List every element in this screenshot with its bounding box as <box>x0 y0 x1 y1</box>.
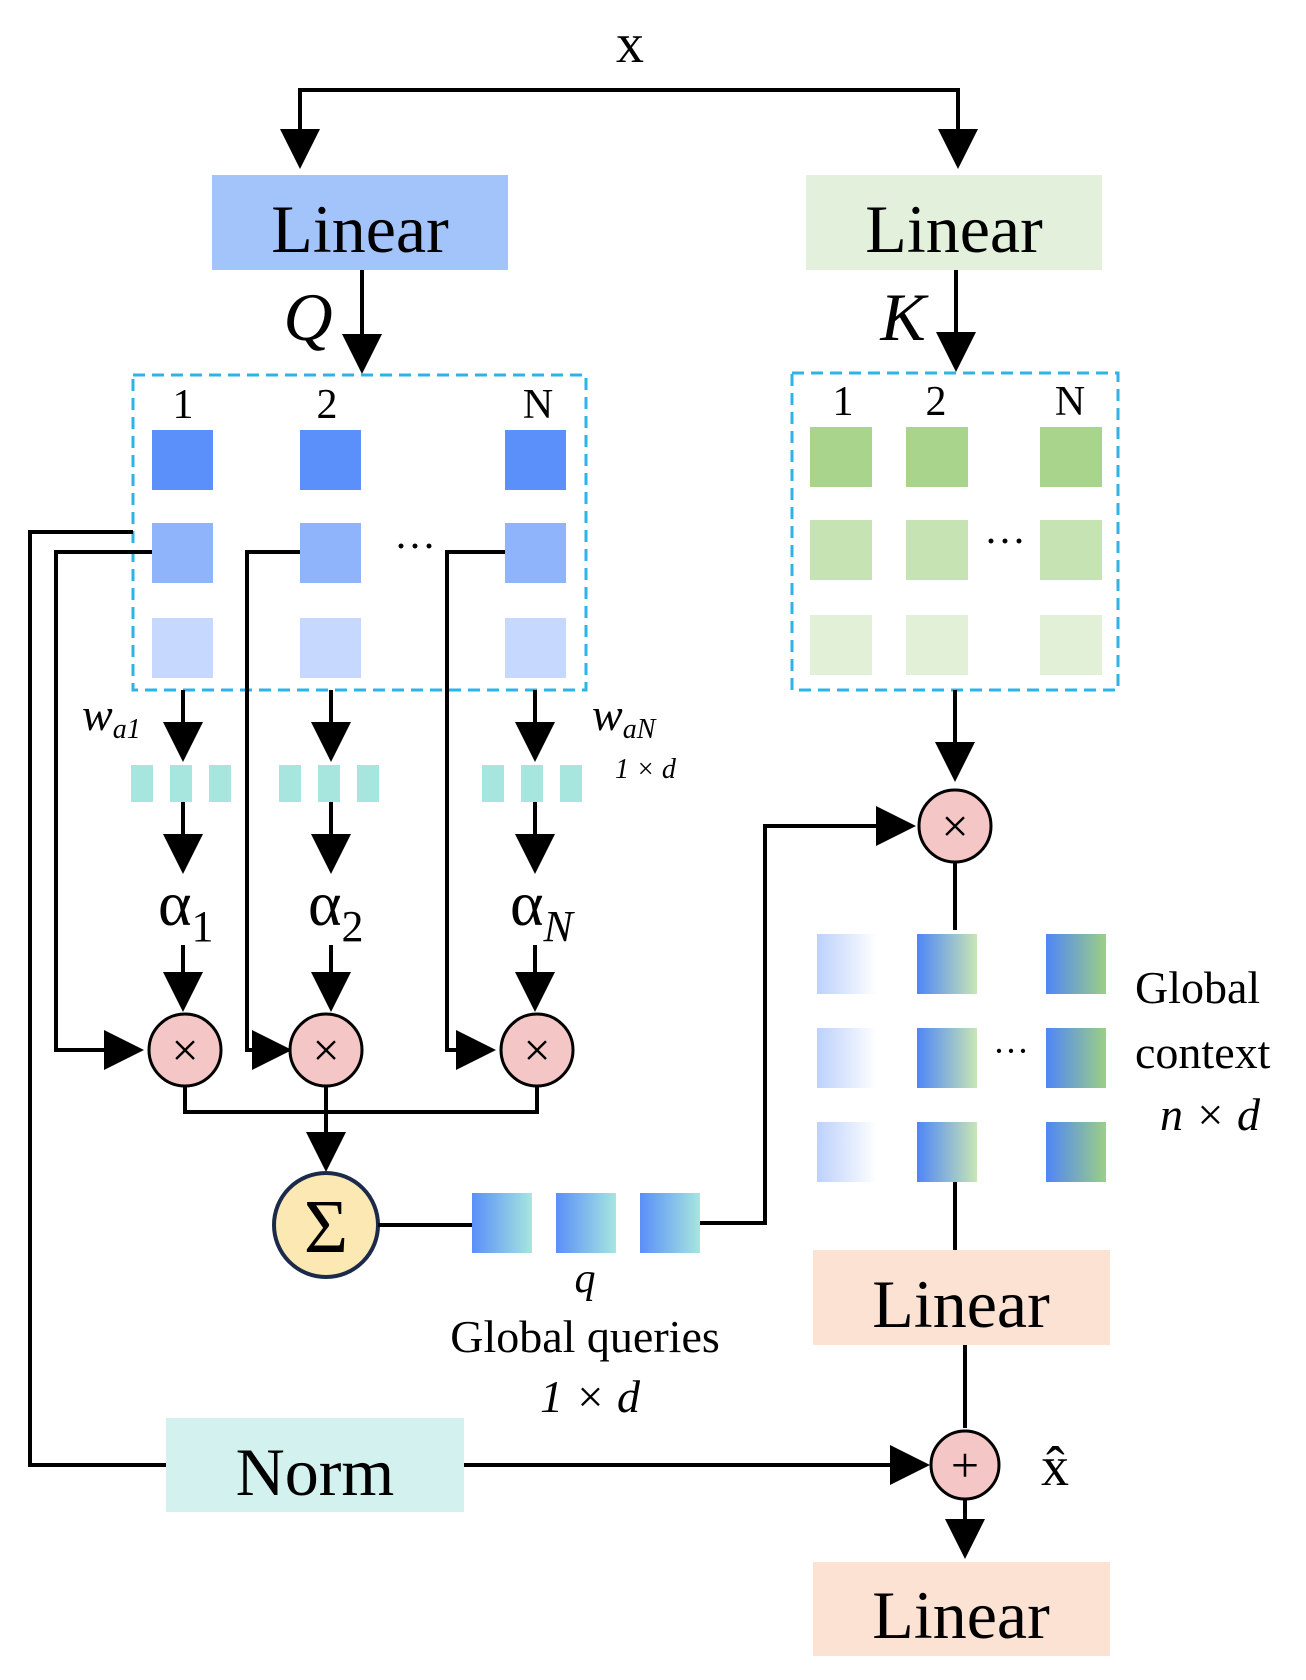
context-ellipsis: ··· <box>993 1031 1029 1071</box>
k-token <box>1040 615 1102 675</box>
context-token <box>817 1122 877 1182</box>
k-col-2: 2 <box>926 379 947 425</box>
q-ellipsis: ··· <box>394 524 436 570</box>
linear-out2-label: Linear <box>872 1577 1050 1653</box>
linear-out1-label: Linear <box>872 1266 1050 1342</box>
global-query-vector <box>640 1193 700 1253</box>
k-label: K <box>879 279 929 355</box>
norm-label: Norm <box>236 1434 395 1510</box>
sum-symbol: Σ <box>304 1185 348 1269</box>
multiply-symbol: × <box>171 1024 198 1077</box>
context-token <box>1046 1028 1106 1088</box>
linear-k-block: Linear <box>806 175 1102 270</box>
k-token <box>810 520 872 580</box>
output-x-hat-label: x̂ <box>1041 1436 1069 1498</box>
global-queries-dim: 1 × d <box>540 1371 641 1422</box>
multiply-node-n: × <box>499 1012 575 1088</box>
k-ellipsis: ··· <box>984 519 1026 565</box>
linear-q-label: Linear <box>271 191 449 267</box>
k-token <box>810 427 872 487</box>
alpha-n: αN <box>510 868 576 951</box>
skip-line-token2 <box>245 550 300 1070</box>
norm-block: Norm <box>166 1418 464 1512</box>
global-context-dim: n × d <box>1160 1089 1261 1140</box>
linear-k-label: Linear <box>865 191 1043 267</box>
k-token <box>906 615 968 675</box>
context-token <box>917 934 977 994</box>
skip-line-token1 <box>54 550 152 1070</box>
global-context-line1: Global <box>1135 962 1260 1013</box>
alpha-2: α2 <box>308 868 364 951</box>
q-token <box>300 523 361 583</box>
context-token <box>817 1028 877 1088</box>
add-symbol: + <box>951 1437 979 1493</box>
k-col-1: 1 <box>833 379 854 425</box>
residual-line <box>28 530 166 1467</box>
w-an-label: waN <box>592 689 657 745</box>
context-token <box>1046 934 1106 994</box>
q-token <box>152 430 213 490</box>
q-token <box>300 430 361 490</box>
linear-out1-block: Linear <box>813 1250 1110 1345</box>
skip-line-tokenn <box>445 550 505 1070</box>
global-query-vector <box>556 1193 616 1253</box>
context-token <box>817 934 877 994</box>
input-x-label: x <box>616 13 644 75</box>
multiply-symbol: × <box>312 1024 339 1077</box>
global-queries-caption: Global queries <box>450 1311 720 1362</box>
context-token <box>917 1028 977 1088</box>
weight-vector-n <box>482 765 582 802</box>
q-label: Q <box>283 279 332 355</box>
q-token <box>152 523 213 583</box>
w-dim-note: 1 × d <box>615 754 677 785</box>
k-token <box>1040 427 1102 487</box>
context-token <box>1046 1122 1106 1182</box>
q-col-2: 2 <box>317 382 338 428</box>
global-queries-symbol: q <box>575 1256 596 1302</box>
q-token <box>300 618 361 678</box>
q-token <box>505 523 566 583</box>
context-token <box>917 1122 977 1182</box>
alpha-1: α1 <box>158 868 214 951</box>
k-token <box>906 520 968 580</box>
q-token <box>505 618 566 678</box>
w-a1-label: wa1 <box>82 689 141 745</box>
linear-q-block: Linear <box>212 175 508 270</box>
multiply-node-k: × <box>917 788 993 864</box>
global-query-vector <box>472 1193 532 1253</box>
linear-out2-block: Linear <box>813 1562 1110 1656</box>
add-node: + <box>929 1429 1001 1501</box>
multiply-symbol: × <box>523 1024 550 1077</box>
k-col-n: N <box>1055 379 1085 425</box>
k-token <box>810 615 872 675</box>
queries-to-k-mult-line <box>700 806 916 1225</box>
k-token <box>906 427 968 487</box>
weight-vector-1 <box>131 765 231 802</box>
q-col-n: N <box>523 382 553 428</box>
q-col-1: 1 <box>173 382 194 428</box>
multiply-node-1: × <box>147 1012 223 1088</box>
multiply-symbol: × <box>941 800 968 853</box>
multiply-node-2: × <box>288 1012 364 1088</box>
input-split-line <box>298 88 960 163</box>
k-token <box>1040 520 1102 580</box>
sum-node: Σ <box>272 1171 380 1279</box>
global-context-line2: context <box>1135 1027 1271 1078</box>
weight-vector-2 <box>279 765 379 802</box>
q-token <box>505 430 566 490</box>
q-token <box>152 618 213 678</box>
mult-collect-line <box>183 1086 539 1114</box>
